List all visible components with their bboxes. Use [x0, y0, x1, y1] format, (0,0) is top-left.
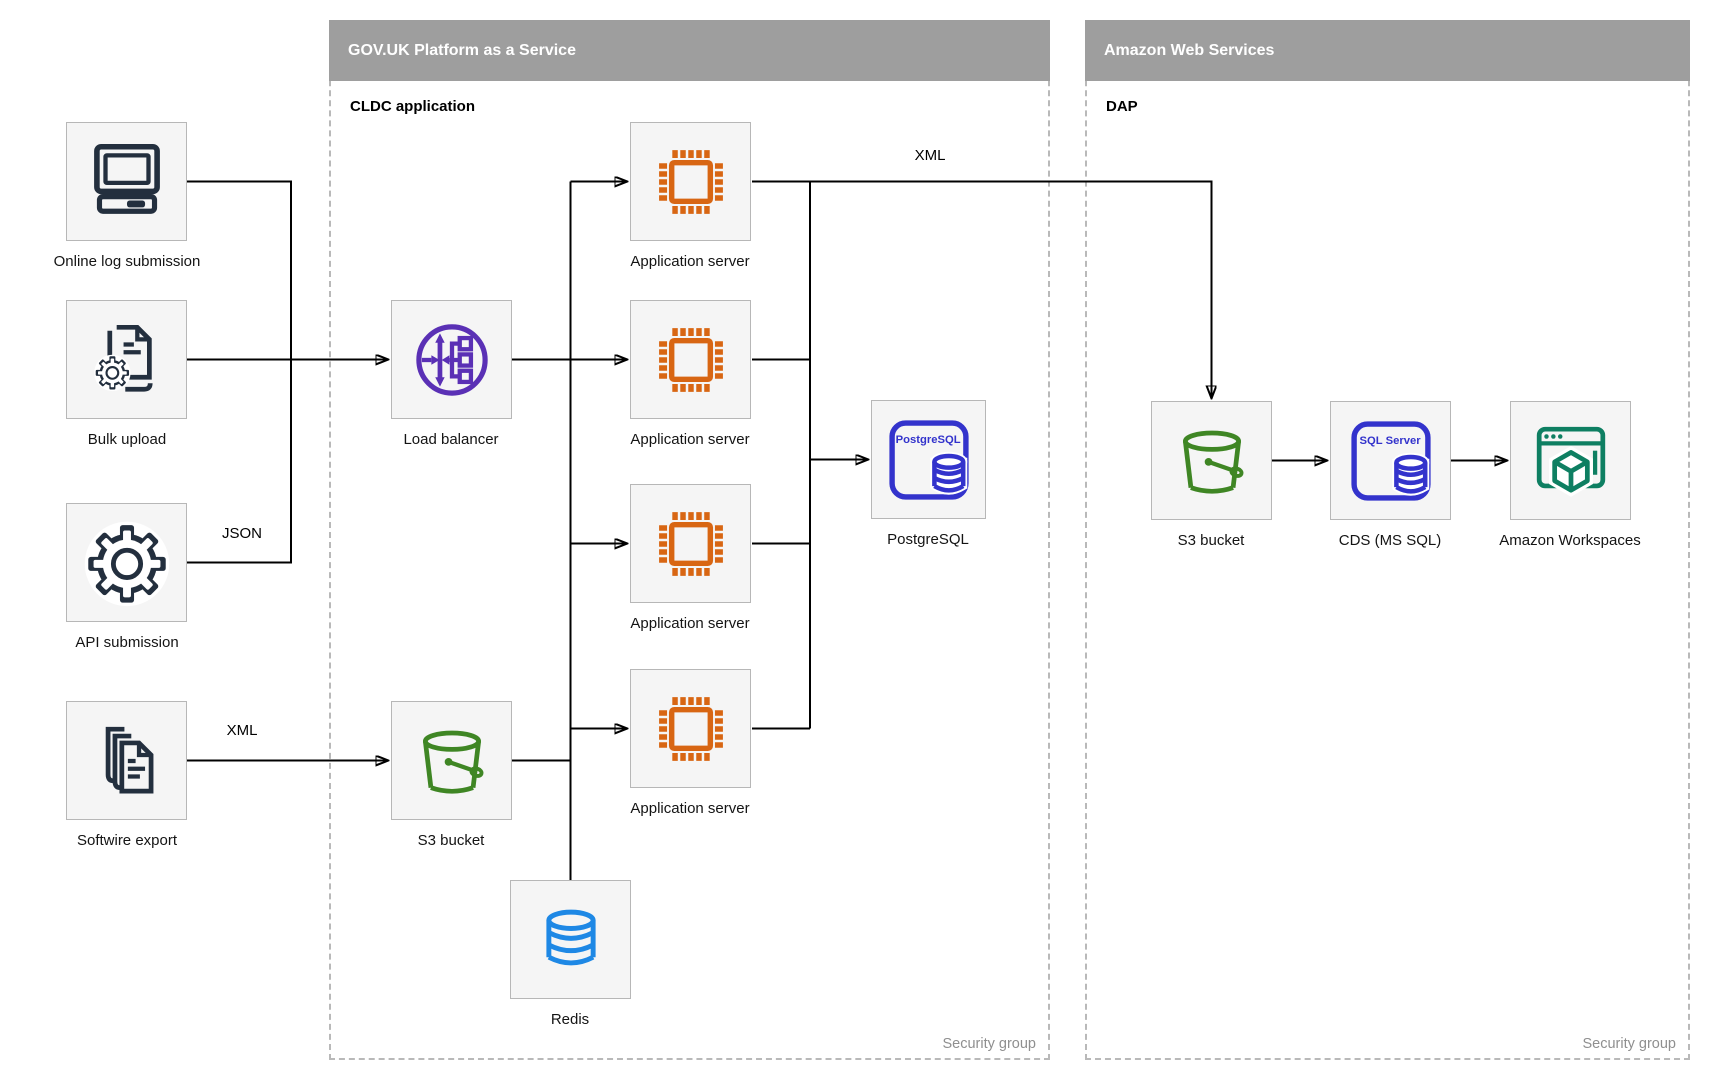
node-s3-bucket-paas: [391, 701, 512, 820]
cldc-application-label: CLDC application: [350, 98, 476, 115]
chip-icon: [658, 327, 723, 392]
govuk-container-title: GOV.UK Platform as a Service: [348, 42, 576, 59]
aws-container: Amazon Web Services DAP Security group: [1085, 20, 1690, 1060]
node-label: CDS (MS SQL): [1338, 532, 1442, 549]
node-label: Load balancer: [403, 431, 499, 448]
documents-stack-icon: [105, 726, 153, 793]
node-amazon-workspaces: [1510, 401, 1631, 520]
node-softwire-export: [66, 701, 187, 820]
node-label: S3 bucket: [417, 832, 485, 849]
node-label: Amazon Workspaces: [1499, 532, 1641, 549]
node-label: API submission: [75, 634, 179, 651]
aws-container-header: Amazon Web Services: [1085, 20, 1690, 81]
database-cylinder-icon: [545, 909, 596, 965]
chip-icon: [658, 696, 723, 761]
dap-label: DAP: [1106, 98, 1138, 115]
node-label: S3 bucket: [1177, 532, 1245, 549]
node-s3-bucket-aws: [1151, 401, 1272, 520]
chip-icon: [658, 511, 723, 576]
node-postgresql: PostgreSQL: [871, 400, 986, 519]
computer-icon: [93, 143, 160, 214]
aws-security-group-label: Security group: [1582, 1036, 1677, 1052]
sql-server-icon-text: SQL Server: [1359, 434, 1421, 446]
bucket-icon: [1182, 430, 1243, 494]
json-edge-label: JSON: [221, 525, 262, 542]
aws-container-title: Amazon Web Services: [1104, 42, 1275, 59]
bucket-icon: [422, 730, 483, 794]
load-balancer-icon: [415, 323, 488, 396]
node-label: Application server: [630, 800, 750, 817]
node-label: Application server: [630, 431, 750, 448]
node-cds-mssql: SQL Server: [1330, 401, 1451, 520]
node-label: Online log submission: [53, 253, 201, 270]
gear-icon: [83, 519, 171, 607]
chip-icon: [658, 149, 723, 214]
postgresql-icon-text: PostgreSQL: [895, 433, 960, 445]
node-label: Redis: [550, 1011, 590, 1028]
xml-transfer-edge-label: XML: [914, 147, 946, 164]
node-label: Softwire export: [76, 832, 178, 849]
node-load-balancer: [391, 300, 512, 419]
node-label: Bulk upload: [87, 431, 167, 448]
govuk-container-header: GOV.UK Platform as a Service: [329, 20, 1050, 81]
node-app-server-1: [630, 122, 751, 241]
node-redis: [510, 880, 631, 999]
node-api-submission: [66, 503, 187, 622]
documents-gear-icon: [92, 324, 153, 392]
sql-server-icon: SQL Server: [1350, 420, 1431, 501]
postgresql-icon: PostgreSQL: [888, 419, 969, 500]
node-label: Application server: [630, 253, 750, 270]
node-bulk-upload: [66, 300, 187, 419]
node-online-log-submission: [66, 122, 187, 241]
xml-export-edge-label: XML: [226, 722, 258, 739]
node-label: PostgreSQL: [887, 531, 969, 548]
node-app-server-3: [630, 484, 751, 603]
govuk-paas-container: GOV.UK Platform as a Service CLDC applic…: [329, 20, 1050, 1060]
govuk-security-group-label: Security group: [942, 1036, 1037, 1052]
node-label: Application server: [630, 615, 750, 632]
workspaces-icon: [1536, 426, 1605, 497]
node-app-server-2: [630, 300, 751, 419]
node-app-server-4: [630, 669, 751, 788]
